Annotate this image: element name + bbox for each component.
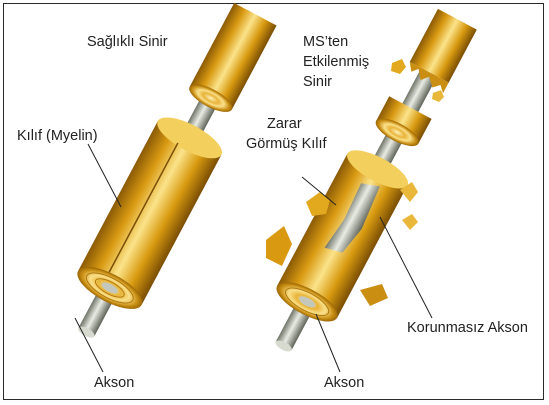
label-healthy-nerve: Sağlıklı Sinir [87,34,168,50]
label-ms-nerve-line3: Sinir [303,74,332,90]
label-damaged-sheath-line2: Görmüş Kılıf [246,136,328,152]
leader-sheath [88,144,121,207]
fragment-1 [391,59,406,74]
leader-axon-right [316,314,340,372]
label-axon-right: Akson [324,375,364,391]
label-axon-left: Akson [94,375,134,391]
label-damaged-sheath-line1: Zarar [267,116,302,132]
leader-unprotected-axon [380,217,432,318]
label-unprotected-axon: Korunmasız Akson [407,320,528,336]
label-ms-nerve-line1: MS’ten [303,34,348,50]
ms-nerve [252,3,488,365]
fragment-2 [432,90,444,102]
label-ms-nerve-line2: Etkilenmiş [303,54,369,70]
label-sheath: Kılıf (Myelin) [17,128,98,144]
healthy-nerve [53,0,287,353]
fragment-4 [402,214,418,230]
fragment-5 [266,226,292,266]
fragment-6 [360,284,388,306]
